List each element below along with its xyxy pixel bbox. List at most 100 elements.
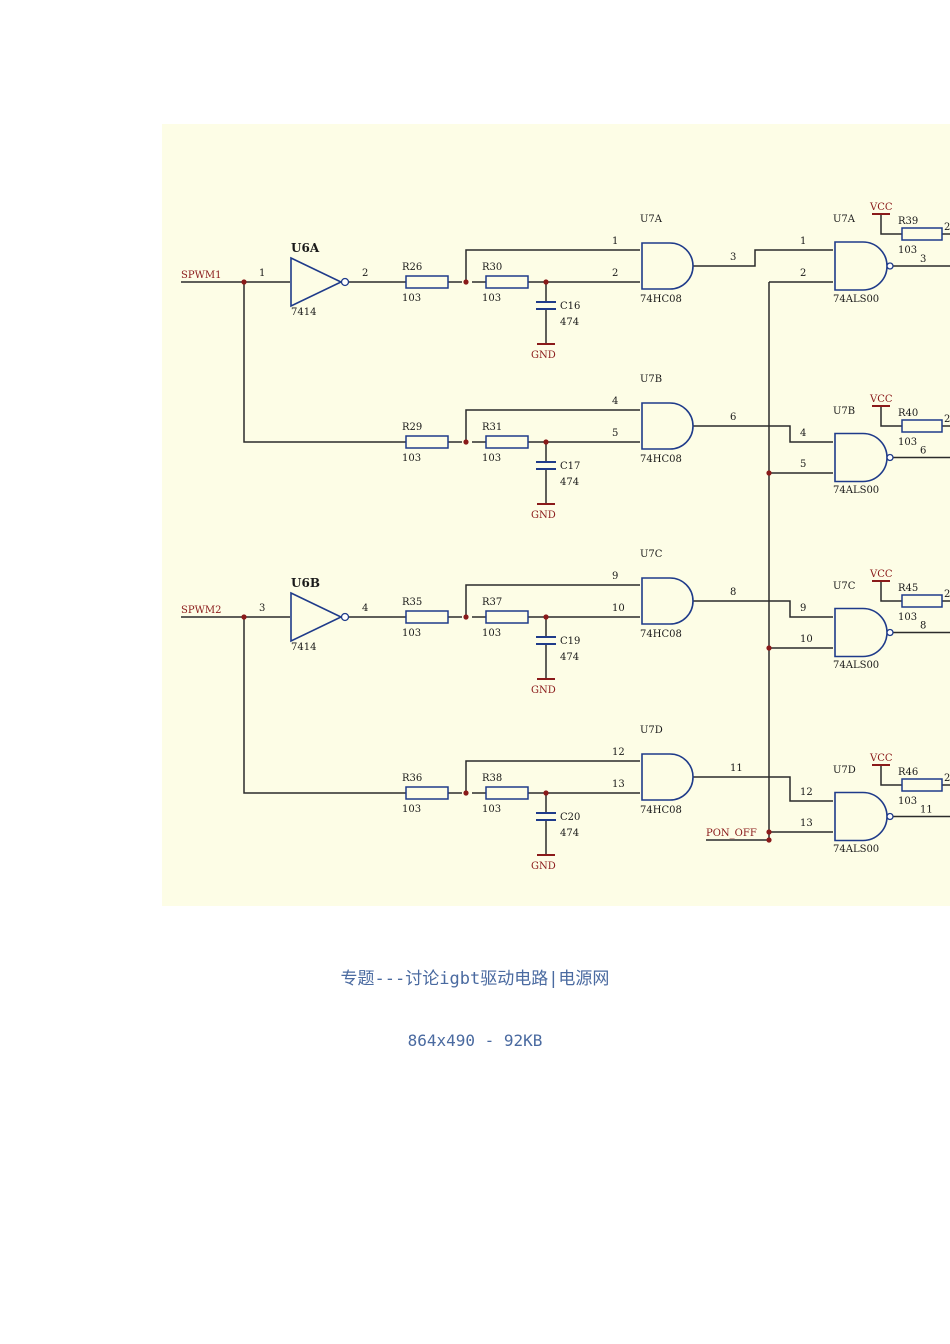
junction-dot <box>241 614 247 620</box>
pin-number: 5 <box>800 459 806 470</box>
resistor-body <box>901 227 943 241</box>
resistor-value: 103 <box>898 796 917 807</box>
resistor-value: 103 <box>402 293 421 304</box>
pon-off-label: PON_OFF <box>706 828 757 839</box>
pin-number: 1 <box>259 268 265 279</box>
ground-label: GND <box>531 350 556 361</box>
inverter-part-type: 7414 <box>291 642 316 653</box>
and-gate <box>641 753 694 801</box>
wires <box>181 214 950 855</box>
nand-part-type: 74ALS00 <box>833 844 879 855</box>
capacitor-designator: C20 <box>560 812 580 823</box>
and-designator: U7D <box>640 725 663 736</box>
pin-number: 12 <box>800 787 813 798</box>
pin-number: 9 <box>612 571 618 582</box>
resistor-value: 103 <box>482 804 501 815</box>
and-part-type: 74HC08 <box>640 805 682 816</box>
wire <box>880 581 890 602</box>
resistor-body <box>901 778 943 792</box>
junction-dot <box>543 790 549 796</box>
resistor-designator: R37 <box>482 597 502 608</box>
junction-dot <box>543 279 549 285</box>
junction-dot <box>463 790 469 796</box>
nand-part-type: 74ALS00 <box>833 660 879 671</box>
schematic-background <box>162 124 950 906</box>
pin-number: 2 <box>362 268 368 279</box>
nand-part-type: 74ALS00 <box>833 294 879 305</box>
inverter-part-type: 7414 <box>291 307 316 318</box>
inverter-designator: U6B <box>291 576 320 590</box>
nand-gate <box>834 432 888 483</box>
resistor-value: 103 <box>898 437 917 448</box>
nand-gate <box>834 241 888 291</box>
pin-number: 3 <box>920 254 926 265</box>
resistor-body <box>405 610 449 624</box>
wire <box>693 249 833 267</box>
and-designator: U7C <box>640 549 663 560</box>
pin-number: 4 <box>800 428 806 439</box>
resistor-body <box>485 435 529 449</box>
pin-number: 3 <box>730 252 736 263</box>
nand-gate <box>834 791 888 842</box>
pin-number: 3 <box>259 603 265 614</box>
capacitor-designator: C17 <box>560 461 580 472</box>
ground-label: GND <box>531 861 556 872</box>
resistor-body <box>405 786 449 800</box>
resistor-designator: R38 <box>482 773 502 784</box>
pin-number: 9 <box>800 603 806 614</box>
wire <box>465 409 640 442</box>
resistor-value: 103 <box>402 453 421 464</box>
junction-dot <box>543 439 549 445</box>
resistor-designator: R39 <box>898 216 918 227</box>
resistor-designator: R35 <box>402 597 422 608</box>
image-caption-meta: 864x490 - 92KB <box>407 1031 543 1050</box>
nand-designator: U7A <box>833 214 856 225</box>
pin-number: 12 <box>612 747 625 758</box>
resistor-body <box>901 419 943 433</box>
capacitor-value: 474 <box>560 652 579 663</box>
inversion-bubble <box>886 628 894 637</box>
resistor-body <box>405 435 449 449</box>
resistor-designator: R36 <box>402 773 422 784</box>
resistor-designator: R31 <box>482 422 502 433</box>
pin-number: 2 <box>800 268 806 279</box>
wire <box>693 425 833 443</box>
pin-number: 1 <box>612 236 618 247</box>
resistor-value: 103 <box>482 293 501 304</box>
image-caption-title[interactable]: 专题---讨论igbt驱动电路|电源网 <box>340 969 610 989</box>
wire <box>465 760 640 793</box>
pin-number: 11 <box>730 763 743 774</box>
wire <box>693 600 833 618</box>
inversion-bubble <box>340 277 350 287</box>
ground-label: GND <box>531 510 556 521</box>
junction-dot <box>543 614 549 620</box>
resistor-value: 103 <box>898 612 917 623</box>
resistor-designator: R26 <box>402 262 422 273</box>
pin-number: 2 <box>944 773 950 784</box>
ground-label: GND <box>531 685 556 696</box>
and-gate <box>641 577 694 625</box>
input-label-SPWM2: SPWM2 <box>181 605 221 616</box>
resistor-body <box>485 610 529 624</box>
junction-dot <box>463 614 469 620</box>
inversion-bubble <box>886 262 894 270</box>
resistor-designator: R46 <box>898 767 918 778</box>
components <box>241 213 943 856</box>
capacitor-value: 474 <box>560 317 579 328</box>
pin-number: 8 <box>920 621 926 632</box>
inverter-triangle <box>290 256 343 308</box>
junction-dot <box>463 439 469 445</box>
pin-number: 11 <box>920 805 933 816</box>
pin-number: 6 <box>920 446 926 457</box>
wire <box>880 765 890 786</box>
wire <box>465 584 640 617</box>
inversion-bubble <box>340 612 350 622</box>
pin-number: 8 <box>730 587 736 598</box>
nand-designator: U7C <box>833 581 856 592</box>
vcc-label: VCC <box>869 753 893 764</box>
junction-dot <box>766 470 772 476</box>
pin-number: 4 <box>612 396 618 407</box>
pin-number: 4 <box>362 603 368 614</box>
